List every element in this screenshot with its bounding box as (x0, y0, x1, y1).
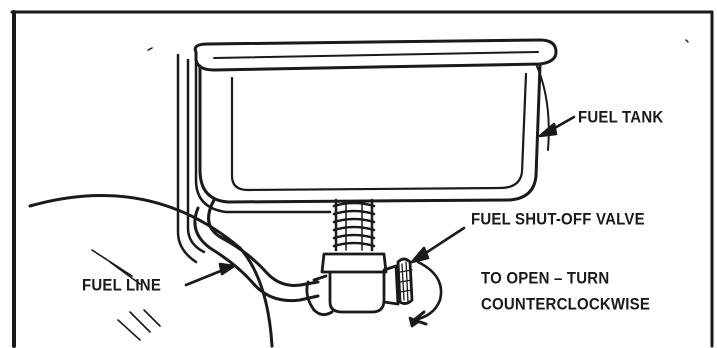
fuel-tank (193, 38, 558, 214)
leader-arrow-shutoff-valve (410, 226, 466, 264)
fuel-line-label: FUEL LINE (82, 276, 162, 296)
fuel-tank-label: FUEL TANK (578, 108, 664, 128)
counterclockwise-label: COUNTERCLOCKWISE (481, 295, 651, 315)
diagram-border (10, 10, 714, 348)
leader-arrow-fuel-tank (538, 115, 576, 138)
counterclockwise-arrow-icon (408, 260, 443, 328)
to-open-turn-label: TO OPEN – TURN (481, 269, 610, 289)
shutoff-valve (305, 252, 414, 316)
frame-bracket (176, 53, 206, 264)
leader-arrow-fuel-line (184, 262, 236, 287)
scan-specks (147, 39, 689, 51)
shutoff-valve-label: FUEL SHUT-OFF VALVE (471, 210, 645, 230)
engine-shroud (28, 193, 274, 348)
valve-stem (332, 198, 376, 252)
fuel-line-hose (193, 198, 320, 303)
